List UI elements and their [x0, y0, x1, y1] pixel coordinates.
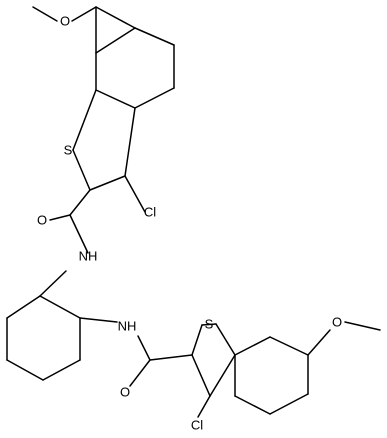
bond [42, 359, 81, 381]
bond [69, 214, 89, 254]
bond [72, 149, 91, 191]
bond [134, 87, 175, 109]
bond [129, 359, 151, 387]
methoxy-oxygen-label: O [332, 315, 342, 330]
bond [191, 324, 203, 356]
bond [307, 329, 331, 356]
bond [344, 321, 381, 331]
bond [191, 354, 211, 397]
bond [234, 336, 271, 356]
bond [39, 270, 67, 297]
bond [32, 6, 58, 22]
bond [234, 395, 271, 415]
bond [89, 175, 126, 191]
bond [209, 354, 236, 397]
bond [79, 317, 118, 323]
bond [124, 107, 136, 177]
bond [6, 295, 41, 319]
bond [39, 295, 81, 319]
bond [134, 27, 175, 46]
bond [95, 6, 136, 29]
bond [215, 323, 236, 356]
sulfur-label: S [64, 143, 73, 158]
bond [269, 336, 309, 356]
bond [95, 27, 136, 54]
bond [124, 175, 146, 213]
bond [137, 335, 151, 361]
bonds [6, 6, 381, 418]
methoxy-oxygen-label: O [60, 14, 70, 29]
amide-nh-label: NH [118, 319, 137, 334]
bond [69, 189, 91, 216]
bond [201, 323, 217, 326]
amide-nh-label: NH [79, 249, 98, 264]
bond [49, 214, 71, 221]
bond [72, 89, 97, 151]
chlorine-label: Cl [191, 418, 203, 433]
bond [269, 393, 309, 415]
bond [197, 395, 211, 418]
bond [149, 354, 193, 361]
carbonyl-oxygen-label: O [120, 385, 130, 400]
bond [71, 6, 97, 22]
atom-labels: O S Cl O NH NH S O O Cl [37, 14, 342, 433]
chlorine-label: Cl [144, 205, 156, 220]
bond [6, 359, 44, 381]
bond [95, 89, 136, 109]
sulfur-label: S [205, 317, 214, 332]
carbonyl-oxygen-label: O [37, 213, 47, 228]
